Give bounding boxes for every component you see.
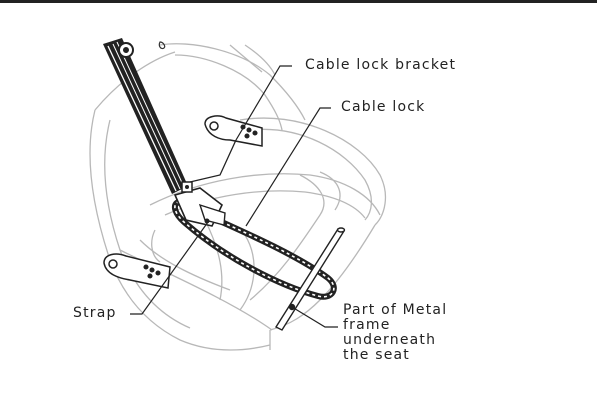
label-cable-lock-bracket: Cable lock bracket [305, 57, 457, 73]
leader-metal-frame [291, 306, 338, 328]
lower-cable-lock-bracket [103, 253, 171, 289]
metal-frame-bar [274, 227, 346, 331]
leader-lines [130, 65, 338, 328]
label-metal-frame: Part of Metal frame underneath the seat [343, 302, 448, 363]
label-strap: Strap [73, 305, 117, 321]
leader-strap [130, 221, 209, 315]
leader-cable-lock-bracket [235, 65, 292, 141]
leader-cable-lock [245, 107, 331, 227]
cable-lock-loop [171, 181, 337, 300]
label-cable-lock: Cable lock [341, 99, 426, 115]
seat-strap-band [103, 38, 188, 194]
upper-cable-lock-bracket [189, 115, 263, 183]
